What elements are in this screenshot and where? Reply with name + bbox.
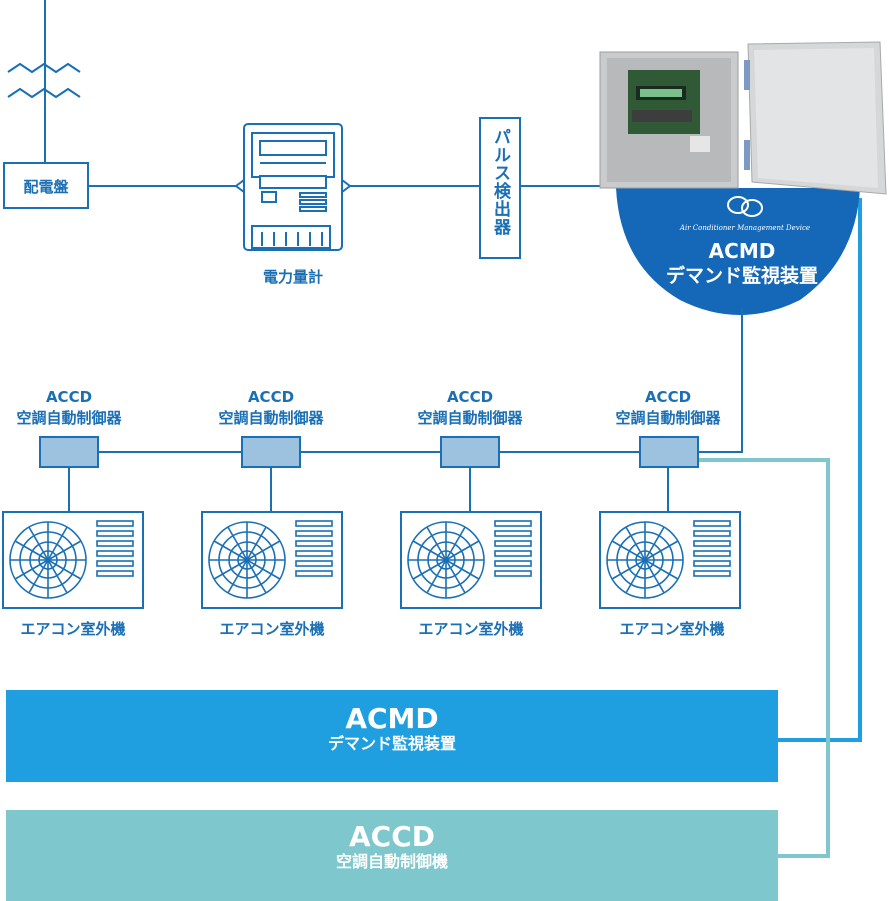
outdoor-unit: [201, 511, 343, 609]
controller-3: ACCD 空調自動制御器: [417, 388, 523, 512]
fan-icon: [606, 521, 684, 599]
power-meter-label: 電力量計: [263, 268, 323, 286]
controller-1: ACCD 空調自動制御器: [16, 388, 122, 512]
fan-icon: [407, 521, 485, 599]
logo-icon: [727, 196, 763, 217]
outdoor-unit: [2, 511, 144, 609]
outdoor-unit: [599, 511, 741, 609]
outdoor-unit: [400, 511, 542, 609]
accd-band-subtitle: 空調自動制御機: [335, 852, 448, 871]
controller-name: ACCD: [447, 388, 493, 406]
control-box-photo: [599, 41, 887, 195]
pulse-detector-label: パルス検出器: [490, 128, 512, 236]
controller-sub: 空調自動制御器: [615, 409, 721, 427]
outdoor-unit-label: エアコン室外機: [619, 620, 724, 638]
fan-icon: [9, 521, 87, 599]
distribution-board-label: 配電盤: [23, 178, 69, 196]
accd-band: ACCD 空調自動制御機: [6, 810, 778, 901]
controller-sub: 空調自動制御器: [218, 409, 324, 427]
acmd-band-title: ACMD: [345, 702, 439, 735]
power-meter-icon: [234, 123, 352, 251]
controller-4: ACCD 空調自動制御器: [615, 388, 721, 512]
acmd-badge-tagline: Air Conditioner Management Device: [679, 224, 810, 232]
outdoor-unit-label: エアコン室外機: [20, 620, 125, 638]
controller-2: ACCD 空調自動制御器: [218, 388, 324, 512]
controller-name: ACCD: [248, 388, 294, 406]
outdoor-unit-label: エアコン室外機: [418, 620, 523, 638]
accd-band-title: ACCD: [348, 820, 435, 853]
controller-name: ACCD: [645, 388, 691, 406]
fan-icon: [208, 521, 286, 599]
distribution-board-box: [3, 162, 89, 209]
acmd-badge: Air Conditioner Management Device ACMD デ…: [616, 188, 860, 315]
bus-drop-line: [698, 308, 743, 453]
controller-sub: 空調自動制御器: [16, 409, 122, 427]
accd-link-line: [698, 458, 830, 858]
power-line-icon: [7, 0, 81, 162]
acmd-band: ACMD デマンド監視装置: [6, 690, 778, 782]
controller-name: ACCD: [46, 388, 92, 406]
pulse-detector-box: [479, 117, 521, 259]
controller-sub: 空調自動制御器: [417, 409, 523, 427]
acmd-badge-name: ACMD: [709, 239, 776, 263]
acmd-band-subtitle: デマンド監視装置: [327, 734, 456, 753]
acmd-badge-sub: デマンド監視装置: [666, 264, 818, 287]
outdoor-unit-label: エアコン室外機: [219, 620, 324, 638]
